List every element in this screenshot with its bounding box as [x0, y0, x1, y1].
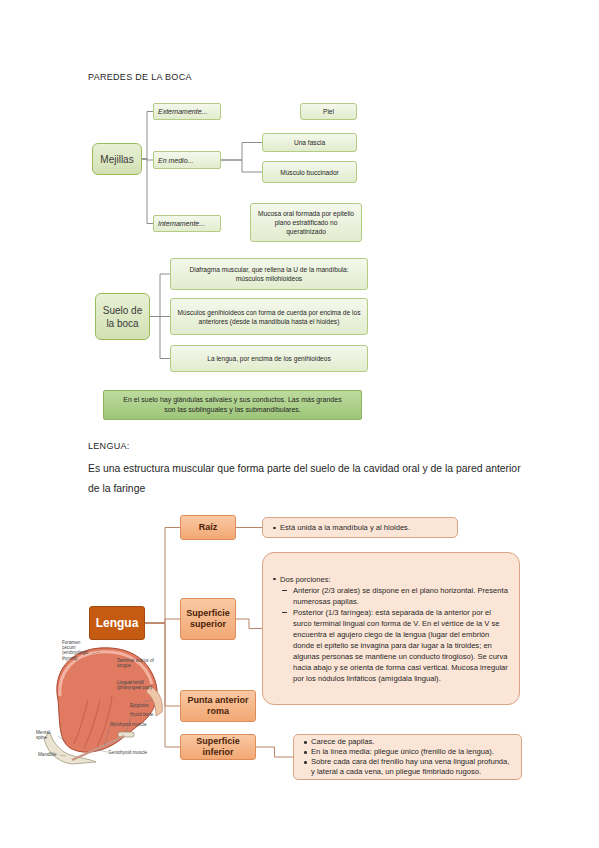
muscle-fibre	[74, 700, 88, 744]
box-text: Externamente...	[158, 107, 216, 116]
connector-line	[145, 623, 180, 706]
box-text: Músculos genihioideos con forma de cuerd…	[175, 308, 363, 326]
mylohyoid-muscle	[72, 736, 124, 760]
position-box: Internamente...	[153, 215, 221, 232]
part-box: Superficie inferior	[180, 734, 256, 760]
connector-line	[142, 159, 153, 224]
connector-line	[221, 143, 262, 161]
leader-line	[104, 726, 110, 746]
connector-line	[150, 317, 170, 359]
leader-line	[58, 736, 66, 742]
part-label: Epiglottis	[130, 703, 166, 708]
leader-line	[92, 652, 100, 654]
detail-box: Piel	[300, 103, 357, 120]
topic-box: Lengua	[89, 606, 145, 640]
box-text: Superficie inferior	[184, 736, 252, 758]
connector-line	[145, 619, 180, 623]
page-title: PAREDES DE LA BOCA	[88, 72, 192, 82]
position-box: Externamente...	[153, 103, 221, 120]
box-text: En el suelo hay glándulas salivales y su…	[122, 395, 343, 415]
box-text: Internamente...	[158, 219, 216, 228]
connector-line	[236, 527, 262, 528]
description-box: Está unida a la mandíbula y al hioides.	[262, 517, 458, 538]
paragraph: Es una estructura muscular que forma par…	[88, 459, 533, 499]
topic-box: Mejillas	[92, 143, 142, 175]
connector-line	[150, 274, 170, 317]
tongue-body	[57, 648, 157, 752]
part-label: Foramen cecum (embryologic thyroid)	[62, 640, 94, 661]
box-text: La lengua, por encima de los genihioideo…	[175, 354, 363, 363]
bullet-text: Posterior (1/3 faríngea): está separada …	[271, 607, 509, 684]
box-text: En medio...	[158, 156, 216, 165]
note-band: En el suelo hay glándulas salivales y su…	[103, 390, 362, 420]
box-text: Lengua	[90, 616, 144, 630]
box-text: Una fascia	[267, 138, 352, 147]
detail-box: La lengua, por encima de los genihioideo…	[170, 345, 368, 372]
epiglottis-shape	[146, 686, 162, 716]
box-text: Mejillas	[95, 153, 139, 166]
part-label: Hyoid bone	[130, 712, 166, 717]
bullet-text: Anterior (2/3 orales) se dispone en el p…	[271, 585, 509, 607]
bullet-text: Dos porciones:	[271, 574, 509, 585]
box-text: Diafragma muscular, que rellena la U de …	[175, 265, 363, 283]
position-box: En medio...	[153, 151, 221, 169]
part-label: Mandible	[38, 752, 62, 757]
box-text: Raíz	[184, 522, 232, 533]
leader-line	[60, 755, 66, 756]
connector-line	[221, 160, 262, 172]
box-text: Piel	[305, 107, 352, 116]
part-label: Lingual tonsil (pharyngeal part)	[117, 680, 161, 690]
leader-line	[142, 700, 152, 702]
leader-line	[98, 750, 107, 752]
connector-line	[256, 747, 293, 757]
detail-box: Una fascia	[262, 133, 357, 152]
box-text: Músculo buccinador	[267, 168, 352, 177]
topic-box: Suelo de la boca	[95, 293, 150, 340]
part-label: Geniohyoid muscle	[108, 750, 158, 755]
connector-line	[145, 623, 180, 747]
connector-line	[145, 528, 180, 624]
section-heading: LENGUA:	[88, 441, 288, 451]
box-text: Superficie superior	[184, 608, 232, 630]
detail-box: Mucosa oral formada por epitelio plano e…	[250, 203, 362, 242]
box-text: Suelo de la boca	[98, 304, 147, 330]
bullet-text: Carece de papilas.	[302, 737, 513, 747]
box-text: Mucosa oral formada por epitelio plano e…	[255, 209, 357, 236]
box-text: Punta anterior roma	[184, 695, 252, 717]
hyoid-bone	[118, 732, 134, 737]
bullet-text: Está unida a la mandíbula y al hioides.	[271, 523, 449, 533]
part-label: Mental spine	[36, 730, 60, 740]
detail-box: Diafragma muscular, que rellena la U de …	[170, 258, 368, 290]
part-box: Raíz	[180, 515, 236, 540]
connector-line	[236, 619, 262, 629]
part-box: Superficie superior	[180, 598, 236, 640]
detail-box: Músculos genihioideos con forma de cuerd…	[170, 298, 368, 335]
bullet-text: Sobre cada cara del frenillo hay una ven…	[302, 757, 513, 777]
mandible-bone	[44, 732, 96, 764]
detail-box: Músculo buccinador	[262, 161, 357, 183]
part-box: Punta anterior roma	[180, 690, 256, 722]
bullet-text: En la línea media: pliegue único (frenil…	[302, 747, 513, 757]
description-box: Dos porciones:Anterior (2/3 orales) se d…	[262, 552, 520, 705]
connector-line	[142, 112, 153, 160]
part-label: Mylohyoid muscle	[110, 722, 160, 727]
description-box: Carece de papilas.En la línea media: pli…	[293, 734, 522, 780]
part-label: Terminal sulcus of tongue	[117, 658, 159, 668]
